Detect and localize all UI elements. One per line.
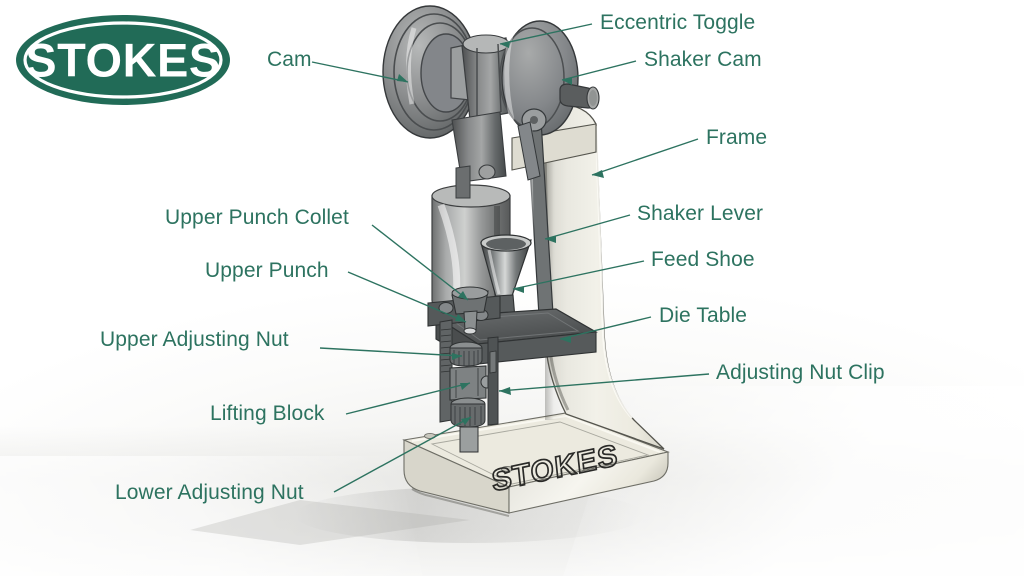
leader-upper-adjusting-nut <box>319 347 463 357</box>
leader-arrow-upper-punch-collet <box>458 291 468 300</box>
cast-shadow-left <box>190 500 470 545</box>
lower-punch-shaft <box>459 426 479 453</box>
callout-label-feed-shoe: Feed Shoe <box>651 248 755 271</box>
stokes-logo: STOKES <box>14 12 232 108</box>
callout-label-shaker-lever: Shaker Lever <box>637 202 764 225</box>
eccentric-toggle <box>461 34 515 121</box>
callout-label-cam: Cam <box>267 48 312 71</box>
callout-label-die-table: Die Table <box>659 304 748 327</box>
leader-die-table <box>559 316 652 340</box>
leader-cam <box>311 61 409 83</box>
leader-arrow-eccentric-toggle <box>500 41 510 48</box>
logo-wordmark: STOKES <box>25 34 220 87</box>
leader-upper-punch <box>347 271 467 323</box>
callout-label-lower-adjusting-nut: Lower Adjusting Nut <box>115 481 304 504</box>
linkage-pin <box>478 164 496 180</box>
leader-eccentric-toggle <box>499 23 593 45</box>
callout-label-upper-punch-collet: Upper Punch Collet <box>165 206 349 229</box>
adjustment-scale <box>440 328 452 373</box>
leader-arrow-cam <box>397 74 408 82</box>
leader-upper-punch-collet <box>371 224 469 301</box>
lower-punch-assembly <box>439 319 499 453</box>
upper-adjusting-nut <box>449 341 483 367</box>
leader-lower-adjusting-nut <box>333 416 472 493</box>
leader-arrow-lifting-block <box>460 383 470 390</box>
leader-shaker-cam <box>561 60 637 81</box>
leader-arrow-die-table <box>560 336 571 343</box>
callout-label-adjusting-nut-clip: Adjusting Nut Clip <box>716 361 885 384</box>
lifting-block <box>449 365 494 401</box>
base-front-right-face <box>508 451 669 514</box>
leader-arrow-shaker-cam <box>562 77 572 85</box>
leader-adjusting-nut-clip <box>498 373 710 392</box>
callout-label-shaker-cam: Shaker Cam <box>644 48 762 71</box>
base-bolt-hole <box>501 465 513 473</box>
leader-arrow-feed-shoe <box>513 286 524 293</box>
ram-housing-top <box>431 184 511 208</box>
logo-outer-oval <box>16 15 230 105</box>
adjusting-nut-clip <box>487 336 499 426</box>
leader-frame <box>591 138 699 176</box>
lower-adjusting-nut <box>450 397 486 428</box>
leader-lifting-block <box>345 382 471 415</box>
callout-leaders <box>311 23 710 493</box>
base-front-left-face <box>403 439 510 514</box>
upper-punch-collet-top <box>451 286 489 300</box>
upper-punch-rod <box>463 310 478 331</box>
callout-label-lifting-block: Lifting Block <box>210 402 325 425</box>
upper-punch-tip <box>463 327 477 335</box>
leader-arrow-frame <box>592 170 604 178</box>
leader-shaker-lever <box>544 214 631 240</box>
leader-arrow-shaker-lever <box>545 236 556 243</box>
callout-label-upper-punch: Upper Punch <box>205 259 329 282</box>
leader-arrow-upper-punch <box>455 314 466 322</box>
callout-label-frame: Frame <box>706 126 768 149</box>
leader-feed-shoe <box>512 260 645 290</box>
toggle-linkage <box>451 111 507 199</box>
callout-label-eccentric-toggle: Eccentric Toggle <box>600 11 756 34</box>
leader-arrow-adjusting-nut-clip <box>499 387 511 395</box>
shaker-lever <box>517 108 557 345</box>
logo-inner-ring <box>23 21 223 99</box>
base-top-recess <box>430 421 650 485</box>
callout-label-upper-adjusting-nut: Upper Adjusting Nut <box>100 328 289 351</box>
leader-arrow-upper-adjusting-nut <box>452 353 462 360</box>
ram-housing <box>431 184 511 317</box>
leader-arrow-lower-adjusting-nut <box>461 417 471 425</box>
